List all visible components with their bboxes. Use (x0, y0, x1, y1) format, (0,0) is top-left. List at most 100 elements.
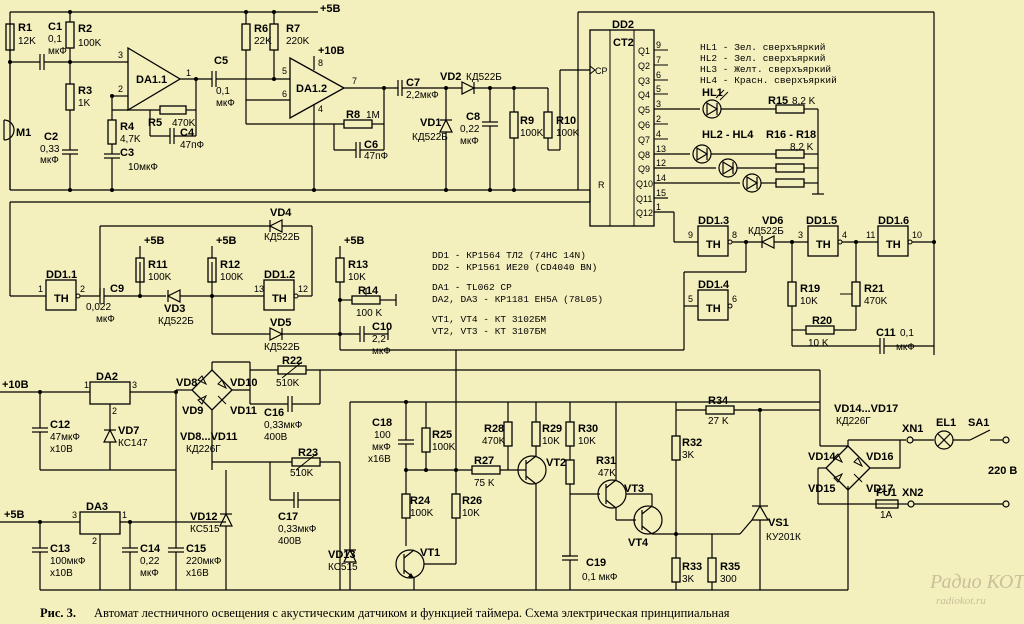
label-el1: EL1 (936, 417, 956, 429)
label-c7: C7 (406, 77, 420, 89)
label-r33: R33 (682, 561, 702, 573)
out-q8: Q8 (638, 150, 650, 160)
out-q4: Q4 (638, 90, 650, 100)
label-r32: R32 (682, 437, 702, 449)
label-dd1-4: DD1.4 (698, 279, 730, 291)
value-r30: 10K (578, 436, 596, 447)
label-r22: R22 (282, 355, 302, 367)
value-c1-b: мкФ (48, 46, 67, 57)
label-cp: CP (595, 66, 608, 76)
type-vd14-vd17: КД226Г (836, 416, 871, 427)
pin-da11-1: 1 (186, 68, 191, 78)
label-vd1: VD1 (420, 117, 441, 129)
pin-dd14-5: 5 (688, 294, 693, 304)
out-q2: Q2 (638, 61, 650, 71)
value-c18-a: 100 (374, 430, 391, 441)
label-c11: C11 (876, 327, 896, 339)
pin-dd11-2: 2 (80, 284, 85, 294)
pin-da12-6: 6 (282, 89, 287, 99)
value-r13: 10K (348, 272, 366, 283)
label-c8: C8 (466, 111, 480, 123)
value-c16-a: 0,33мкФ (264, 420, 303, 431)
value-r2: 100K (78, 38, 102, 49)
label-r6: R6 (254, 23, 268, 35)
pin-da3-1: 1 (122, 510, 127, 520)
label-vd16: VD16 (866, 451, 894, 463)
th-dd13: TH (706, 239, 721, 251)
value-r23: 510K (290, 468, 314, 479)
pin-dd15-4: 4 (842, 230, 847, 240)
value-r35: 300 (720, 574, 737, 585)
label-c17: C17 (278, 511, 298, 523)
transistor-vt2 (517, 455, 547, 485)
legend-ic-2: DA1 - TL062 CP (432, 282, 512, 293)
dd2-outputs: Q1 Q2 Q3 Q4 Q5 Q6 Q7 Q8 Q9 Q10 Q11 Q12 9… (636, 40, 666, 218)
value-c18-b: мкФ (372, 442, 391, 453)
label-r20: R20 (812, 315, 832, 327)
rail-5v-b: +5В (216, 235, 237, 247)
label-r10: R10 (556, 115, 576, 127)
label-vd14: VD14 (808, 451, 836, 463)
value-r12: 100K (220, 272, 244, 283)
counter-dd2 (589, 29, 655, 227)
value-r27: 75 K (474, 478, 495, 489)
label-dd1-6: DD1.6 (878, 215, 909, 227)
label-c14: C14 (140, 543, 161, 555)
label-r29: R29 (542, 423, 562, 435)
legend-hl-0: HL1 - Зел. сверхъяркий (700, 42, 825, 53)
label-r30: R30 (578, 423, 598, 435)
value-r5: 470K (172, 118, 196, 129)
value-r29: 10K (542, 436, 560, 447)
th-dd12: TH (272, 293, 287, 305)
label-r4: R4 (120, 121, 135, 133)
label-hl1: HL1 (702, 87, 723, 99)
label-dd1-2: DD1.2 (264, 269, 295, 281)
label-r3: R3 (78, 85, 92, 97)
label-r27: R27 (474, 455, 494, 467)
type-vd7: КС147 (118, 438, 148, 449)
pin-da11-2: 2 (118, 84, 123, 94)
label-dd1-5: DD1.5 (806, 215, 837, 227)
pin-dd16-10: 10 (912, 230, 922, 240)
label-r-pin: R (598, 180, 605, 190)
transistor-vt1 (395, 549, 425, 590)
pin-dd16-11: 11 (866, 230, 875, 240)
label-r1: R1 (18, 22, 32, 34)
value-r24: 100K (410, 508, 434, 519)
label-r15: R15 (768, 95, 788, 107)
label-c4: C4 (180, 127, 195, 139)
label-vd4: VD4 (270, 207, 292, 219)
label-c2: C2 (44, 131, 58, 143)
value-c8-b: мкФ (460, 136, 479, 147)
label-r13: R13 (348, 259, 368, 271)
legend-ic-0: DD1 - КР1564 ТЛ2 (74НС 14N) (432, 250, 586, 261)
value-c11-a: 0,1 (900, 328, 914, 339)
label-c6: C6 (364, 139, 378, 151)
pin-da2-1: 1 (84, 380, 89, 390)
value-c13-b: x10В (50, 568, 73, 579)
value-r7: 220K (286, 36, 310, 47)
led-hl3 (718, 158, 738, 178)
label-xn1: XN1 (902, 423, 923, 435)
rail-label-5v-top: +5В (320, 3, 341, 15)
label-r21: R21 (864, 283, 884, 295)
value-c5-a: 0,1 (216, 86, 230, 97)
value-c17-b: 400В (278, 536, 302, 547)
terminal-mains-1 (1002, 436, 1010, 444)
label-dd2: DD2 (612, 19, 634, 31)
label-r9: R9 (520, 115, 534, 127)
label-r28: R28 (484, 423, 504, 435)
led-hl4 (742, 173, 762, 193)
value-r10: 100K (556, 128, 580, 139)
pin-da12-7: 7 (352, 76, 357, 86)
value-c11-b: мкФ (896, 342, 915, 353)
pinno-1: 1 (656, 202, 661, 212)
value-r9: 100K (520, 128, 544, 139)
label-r5: R5 (148, 117, 162, 129)
label-c1: C1 (48, 21, 62, 33)
label-vd15: VD15 (808, 483, 836, 495)
pin-dd12-12: 12 (298, 284, 308, 294)
label-vd14-vd17: VD14...VD17 (834, 403, 898, 415)
label-dd1-3: DD1.3 (698, 215, 729, 227)
value-r20: 10 K (808, 338, 829, 349)
